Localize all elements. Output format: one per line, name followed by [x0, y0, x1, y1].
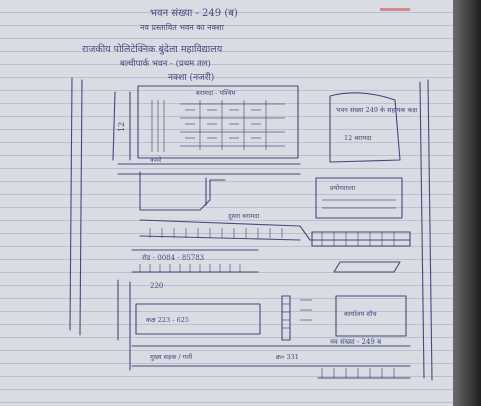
road-left-ticks [139, 264, 241, 272]
corridor-label: दूसरा बरामदा [228, 212, 260, 220]
hatch-strip [151, 100, 165, 152]
hall-label: बरामदा - पश्चिम [196, 89, 236, 97]
header-subtitle: बल्वीपार्क भवन - (प्रथम तल) [120, 58, 211, 69]
corridor-mid [139, 235, 301, 241]
right-border-line-outer [427, 79, 433, 381]
right-strip-tiles [321, 232, 395, 246]
office-box [335, 295, 407, 337]
room-grid-rows [180, 103, 285, 147]
road-left-label: रोड - 0084 - 85783 [142, 253, 204, 262]
room-grid-cols [199, 100, 267, 150]
lab-rows [322, 199, 396, 209]
main-building-block [137, 85, 299, 159]
stair-steps [282, 303, 290, 329]
bottom-plot-label: क्र० 331 [276, 353, 299, 361]
corridor-tiles [149, 228, 283, 238]
corridor-top [139, 219, 411, 241]
left-road-label: 12 [117, 122, 126, 132]
plot-number: 220 [150, 282, 163, 290]
bottom-right-ticks [321, 368, 395, 378]
stepped-outline [139, 171, 226, 211]
notebook-page [0, 0, 458, 406]
page-edge-shadow [453, 0, 481, 406]
right-hatched-block [333, 261, 401, 273]
lower-building [135, 303, 261, 335]
right-tiled-strip [311, 231, 411, 247]
annotation-box-top-right [329, 92, 401, 163]
bottom-building-label: नव संख्या - 249 ब [330, 338, 382, 346]
map-heading: नक्शा (नजरी) [168, 71, 214, 83]
header-title: राजकीय पोलिटेक्निक बुंदेला महाविद्यालय [82, 43, 223, 55]
office-label: कार्यालय शौच [344, 310, 377, 318]
rooms-label: कमरे [150, 156, 162, 164]
lab-block [315, 177, 403, 219]
left-road-line [112, 91, 116, 161]
road-left-lines [131, 249, 259, 273]
room-ticks [185, 109, 261, 139]
stair-side-ticks [300, 299, 312, 321]
area-label: कक्ष 223 - 625 [146, 316, 189, 324]
header-line-1: भवन संख्या - 249 (ब) [150, 7, 238, 19]
annotation-1-sub: 12 बरामदा [344, 134, 372, 142]
lab-label: प्रयोगशाला [330, 184, 355, 192]
right-border-line-inner [419, 81, 425, 379]
bottom-road-label: मुख्य सड़क / गली [150, 353, 193, 361]
stair-block [281, 295, 291, 341]
annotation-1: भवन संख्या 249 के सहायक कक्ष [336, 106, 417, 114]
header-line-2: नव प्रस्तावित भवन का नक्शा [140, 22, 225, 32]
left-border-line-outer [69, 77, 73, 331]
red-margin-mark [380, 8, 410, 11]
left-border-line-inner [79, 79, 83, 336]
